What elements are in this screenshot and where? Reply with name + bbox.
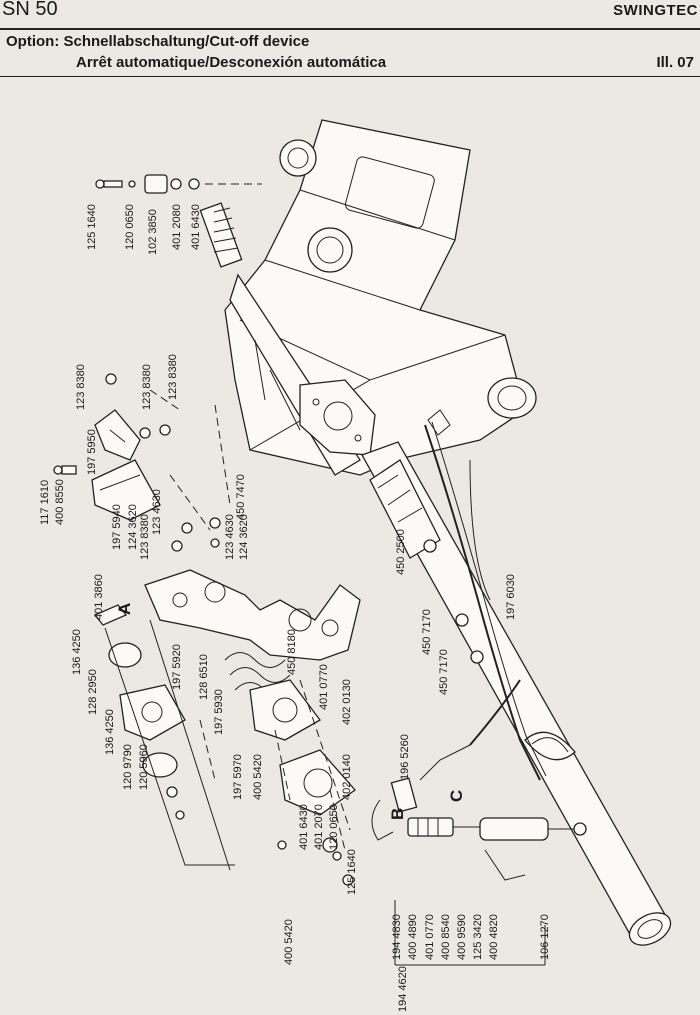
part-number: 197 5950	[86, 429, 98, 475]
part-number: 128 2950	[87, 669, 99, 715]
part-number: 402 0140	[341, 754, 353, 800]
part-number: 197 5940	[111, 504, 123, 550]
part-number: 401 0770	[424, 914, 436, 960]
part-number: 123 8380	[139, 514, 151, 560]
callout-a: A	[115, 603, 134, 615]
machine-drawing	[53, 119, 672, 966]
part-number: 450 7170	[421, 609, 433, 655]
part-number: 400 5420	[283, 919, 295, 965]
part-number: 123 4630	[151, 489, 163, 535]
part-number: 400 8550	[54, 479, 66, 525]
part-number: 400 8540	[440, 914, 452, 960]
part-number: 117 1610	[39, 480, 51, 525]
callout-c: C	[447, 790, 466, 802]
part-number: 401 6430	[190, 204, 202, 250]
part-number: 102 3850	[147, 209, 159, 255]
part-number: 120 0650	[124, 204, 136, 250]
part-number: 401 2070	[313, 804, 325, 850]
part-number: 120 0650	[328, 804, 340, 850]
part-number: 120 9790	[122, 744, 134, 790]
part-number: 194 4830	[391, 914, 403, 960]
part-number: 450 7170	[438, 649, 450, 695]
brand-logo: SWINGTEC	[613, 2, 698, 19]
part-number: 197 5930	[213, 689, 225, 735]
part-number: 450 2500	[395, 529, 407, 575]
part-number: 124 3620	[127, 504, 139, 550]
part-number: 450 7470	[235, 474, 247, 520]
part-number: 400 4890	[407, 914, 419, 960]
part-number: 197 5920	[171, 644, 183, 690]
page-title-line-2: Arrêt automatique/Desconexión automática	[76, 54, 387, 71]
callout-letters: A B C	[115, 603, 466, 820]
part-number: 123 8380	[167, 354, 179, 400]
part-number: 400 5420	[252, 754, 264, 800]
part-number: 197 5970	[232, 754, 244, 800]
page-title-line-1: Option: Schnellabschaltung/Cut-off devic…	[6, 33, 310, 50]
part-number: 401 3860	[93, 574, 105, 620]
part-number: 194 4620	[397, 966, 409, 1012]
model-name: SN 50	[2, 0, 58, 20]
part-number: 400 9590	[456, 914, 468, 960]
part-number: 125 3420	[472, 914, 484, 960]
exploded-parts-diagram: 125 1640 120 0650 102 3850 401 2080 401 …	[39, 119, 672, 1012]
part-number: 123 8380	[141, 364, 153, 410]
part-number: 123 4630	[224, 514, 236, 560]
part-number: 136 4250	[71, 629, 83, 675]
part-number: 401 0770	[318, 664, 330, 710]
part-number: 124 3620	[238, 514, 250, 560]
part-number: 400 4820	[488, 914, 500, 960]
part-numbers: 125 1640 120 0650 102 3850 401 2080 401 …	[39, 204, 551, 1012]
header-rule	[0, 28, 700, 30]
part-number: 120 5960	[138, 744, 150, 790]
part-number: 401 6430	[298, 804, 310, 850]
part-number: 402 0130	[341, 679, 353, 725]
illustration-number: Ill. 07	[656, 54, 694, 71]
callout-b: B	[388, 808, 407, 820]
part-number: 136 4250	[104, 709, 116, 755]
part-number: 106 1270	[539, 914, 551, 960]
part-number: 450 8180	[286, 629, 298, 675]
part-number: 128 6510	[198, 654, 210, 700]
part-number: 125 1640	[86, 204, 98, 250]
part-number: 196 5260	[399, 734, 411, 780]
part-number: 197 6030	[505, 574, 517, 620]
part-number: 401 2080	[171, 204, 183, 250]
part-number: 125 1640	[346, 849, 358, 895]
header-rule-bottom	[0, 76, 700, 77]
part-number: 123 8380	[75, 364, 87, 410]
